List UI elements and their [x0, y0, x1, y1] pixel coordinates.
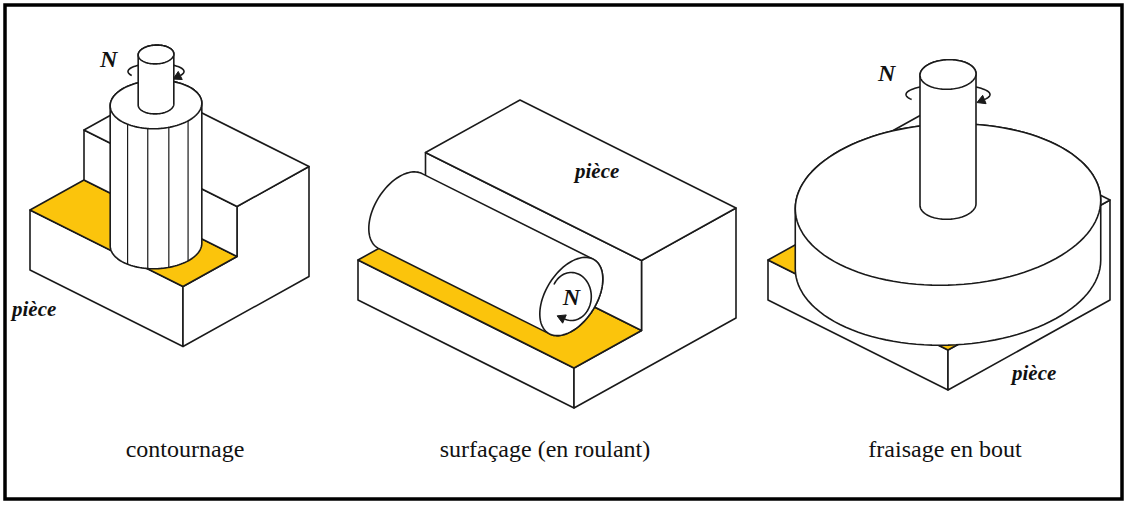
slab-milling-scene	[358, 100, 736, 408]
caption: contournage	[126, 436, 245, 462]
spindle-shaft	[138, 45, 174, 114]
rotation-arrowhead	[977, 95, 986, 103]
cutter-flute	[168, 128, 169, 268]
rotation-label: N	[878, 60, 895, 86]
caption: fraisage en bout	[868, 436, 1021, 462]
rotation-label: N	[563, 283, 580, 309]
rotation-label: N	[100, 46, 117, 72]
face-milling-scene	[768, 60, 1110, 390]
slab-cutter	[369, 172, 603, 336]
spindle-shaft	[920, 60, 976, 220]
frame-border	[5, 5, 1122, 499]
rotation-arrow	[554, 273, 591, 321]
contouring-scene	[30, 45, 309, 346]
slab-cutter-end	[540, 257, 603, 335]
cutter-flute	[147, 129, 148, 269]
spindle-shaft-end	[138, 45, 174, 64]
workpiece-label: pièce	[12, 298, 56, 321]
caption: surfaçage (en roulant)	[440, 436, 651, 462]
workpiece-label: pièce	[1012, 362, 1056, 385]
cutter-flute	[187, 121, 188, 261]
spindle-shaft-end	[920, 60, 976, 90]
workpiece-label: pièce	[575, 160, 619, 183]
rotation-arrowhead	[557, 315, 566, 323]
cutter-flute	[127, 124, 128, 264]
